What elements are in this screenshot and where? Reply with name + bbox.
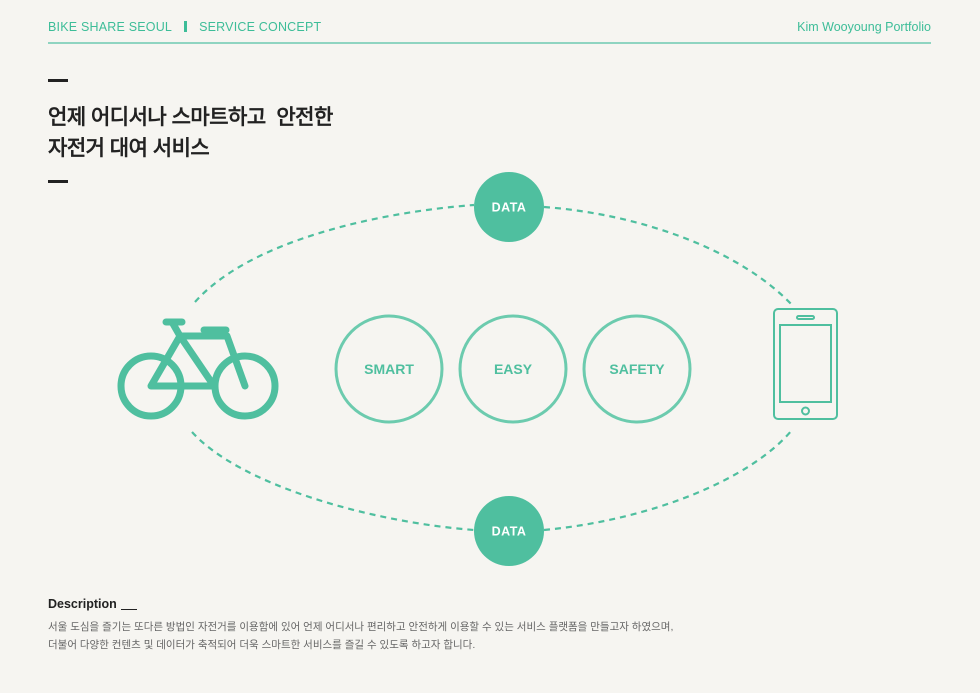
dashed-arc-top-left [194, 203, 475, 303]
title-line-1: 언제 어디서나 스마트하고 안전한 [48, 106, 333, 129]
bicycle-icon [117, 318, 279, 420]
value-ring-safety [582, 314, 692, 424]
header-separator [184, 21, 188, 32]
page-header: BIKE SHARE SEOUL SERVICE CONCEPT Kim Wooy… [48, 20, 931, 44]
value-label-easy: EASY [494, 361, 533, 377]
data-node-top [474, 172, 544, 242]
title-line-2: 자전거 대여 서비스 [48, 137, 210, 160]
description-underline [120, 609, 137, 610]
header-section: BIKE SHARE SEOUL [48, 20, 173, 34]
title-dash-top [48, 79, 68, 82]
value-label-safety: SAFETY [609, 361, 665, 377]
description-heading-text: Description [48, 597, 117, 611]
page-title: 언제 어디서나 스마트하고 안전한 자전거 대여 서비스 [48, 102, 333, 164]
description-line-2: 더불어 다양한 컨텐츠 및 데이터가 축적되어 더욱 스마트한 서비스를 즐길 … [48, 639, 476, 651]
header-breadcrumb: BIKE SHARE SEOUL SERVICE CONCEPT [48, 20, 321, 34]
title-dash-bottom [48, 180, 68, 183]
header-author: Kim Wooyoung Portfolio [797, 20, 931, 34]
dashed-arc-bottom-right [543, 429, 793, 532]
description-body: 서울 도심을 즐기는 또다른 방법인 자전거를 이용함에 있어 언제 어디서나 … [48, 618, 748, 654]
data-node-top-label: DATA [492, 201, 527, 215]
smartphone-icon [773, 308, 838, 420]
value-ring-easy [458, 314, 568, 424]
dashed-arc-top-right [543, 205, 793, 306]
header-subsection: SERVICE CONCEPT [199, 20, 322, 34]
description-line-1: 서울 도심을 즐기는 또다른 방법인 자전거를 이용함에 있어 언제 어디서나 … [48, 621, 674, 633]
dashed-arc-bottom-left [191, 431, 475, 532]
data-node-bottom-label: DATA [492, 525, 527, 539]
data-node-bottom [474, 496, 544, 566]
value-ring-smart [334, 314, 444, 424]
description-heading: Description [48, 597, 137, 611]
value-label-smart: SMART [364, 361, 414, 377]
